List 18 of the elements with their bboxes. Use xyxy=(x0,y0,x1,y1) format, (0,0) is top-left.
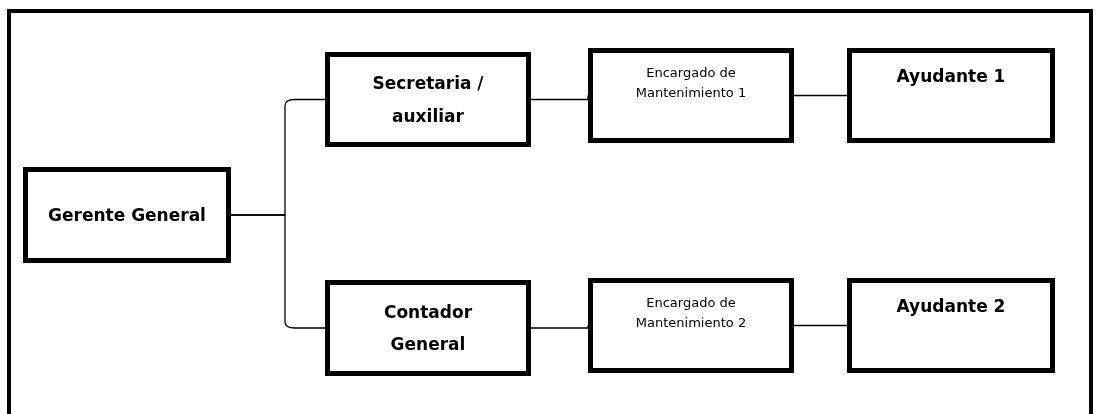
org-box xyxy=(325,52,531,147)
connector-line xyxy=(530,324,589,329)
role-label: Gerente General xyxy=(48,203,206,227)
role-label: Contador General xyxy=(382,300,474,356)
connector-line xyxy=(793,324,848,327)
org-box xyxy=(588,278,794,373)
org-box xyxy=(847,278,1055,373)
org-box xyxy=(847,48,1055,143)
org-box xyxy=(23,167,231,263)
role-label: Ayudante 1 xyxy=(896,65,1006,88)
role-label: Ayudante 2 xyxy=(896,295,1006,318)
role-label: Encargado de Mantenimiento 2 xyxy=(634,294,748,333)
org-box xyxy=(588,48,794,143)
org-box xyxy=(325,280,531,376)
connector-line xyxy=(793,94,848,97)
connector-line xyxy=(230,214,326,329)
role-label: Encargado de Mantenimiento 1 xyxy=(634,64,748,103)
role-label: Secretaria / auxiliar xyxy=(371,72,485,128)
